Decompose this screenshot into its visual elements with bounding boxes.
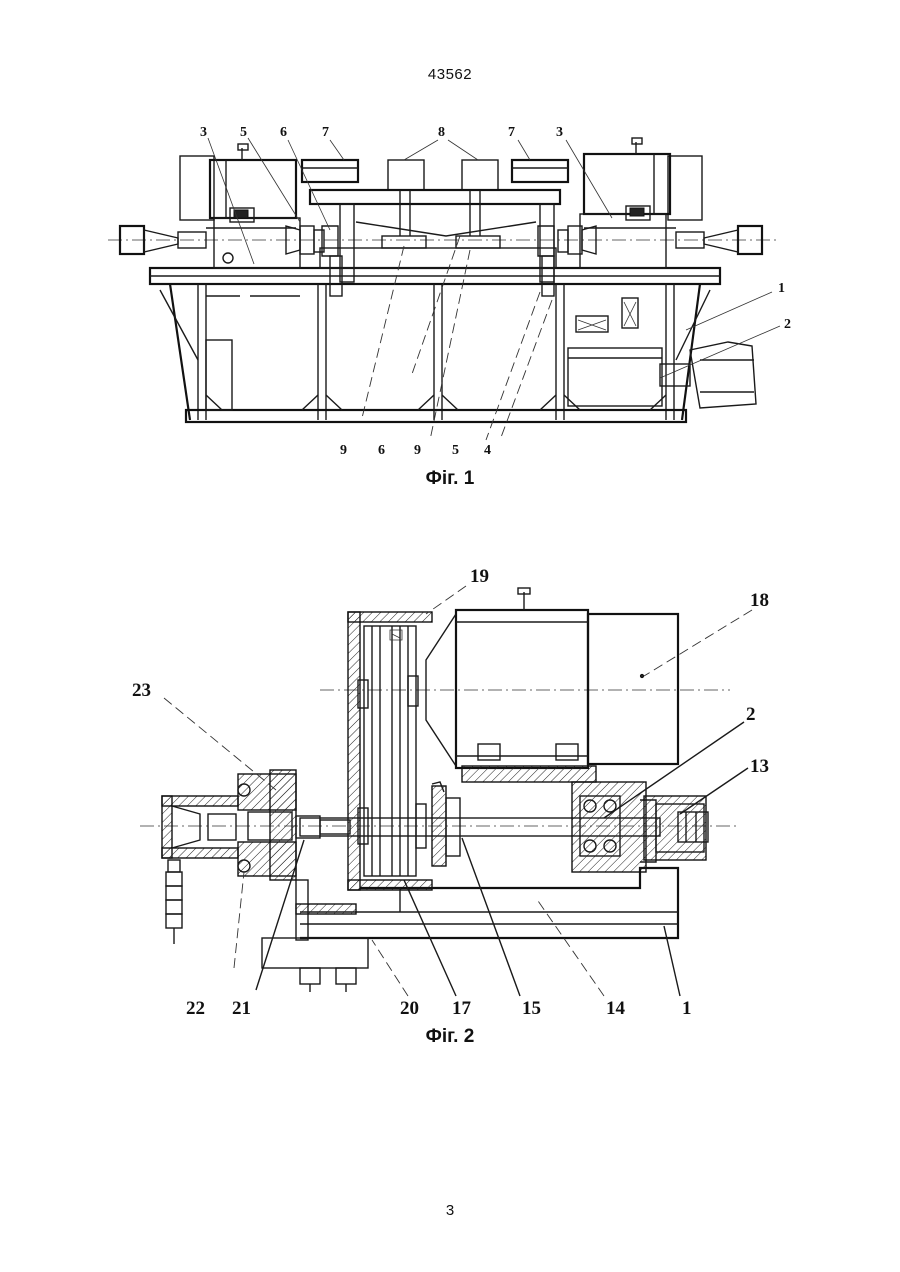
- fig1-label-4: 4: [484, 443, 491, 458]
- fig1-label-3b: 3: [556, 125, 563, 140]
- fig2-label-15: 15: [522, 998, 541, 1019]
- fig2-label-17: 17: [452, 998, 472, 1019]
- fig2-label-18: 18: [750, 590, 769, 611]
- fig2-label-23: 23: [132, 680, 151, 701]
- fig2-label-1: 1: [682, 998, 692, 1019]
- coupling-13: [644, 796, 708, 860]
- pulley-housing-19: [348, 612, 432, 890]
- figure-2-caption: Фіг. 2: [0, 1026, 900, 1048]
- fig2-label-19: 19: [470, 566, 489, 587]
- fig2-label-20: 20: [400, 998, 419, 1019]
- fig2-label-21: 21: [232, 998, 251, 1019]
- frame-legs: [160, 284, 710, 422]
- figure-2-drawing: [140, 586, 752, 996]
- fig1-label-5b: 5: [452, 443, 459, 458]
- fig1-label-3a: 3: [200, 125, 207, 140]
- fig2-label-22: 22: [186, 998, 205, 1019]
- page-number: 3: [0, 1202, 900, 1219]
- motor-18: [426, 588, 678, 782]
- right-spindle-head: [558, 138, 762, 268]
- fig1-label-7a: 7: [322, 125, 329, 140]
- figure-1-drawing: [108, 138, 780, 440]
- fig1-label-9b: 9: [414, 443, 421, 458]
- figure-2-labels: 19 18 23 2 13 22 21 20 17 15 14 1: [132, 566, 769, 1019]
- left-clamp-unit: [162, 770, 368, 992]
- fig1-label-1: 1: [778, 281, 785, 296]
- fig1-label-8: 8: [438, 125, 445, 140]
- fig1-label-2: 2: [784, 317, 791, 332]
- fig2-label-14: 14: [606, 998, 626, 1019]
- figure-1-caption: Фіг. 1: [0, 468, 900, 490]
- left-spindle-head: [120, 144, 324, 268]
- fig1-label-6b: 6: [378, 443, 385, 458]
- fig1-label-9a: 9: [340, 443, 347, 458]
- fig2-label-2: 2: [746, 704, 756, 725]
- fig2-label-13: 13: [750, 756, 769, 777]
- fig1-label-5: 5: [240, 125, 247, 140]
- fig1-label-6: 6: [280, 125, 287, 140]
- drive-motor-1: [568, 298, 756, 408]
- fig1-leader-lines: [208, 138, 780, 440]
- fig1-label-7b: 7: [508, 125, 515, 140]
